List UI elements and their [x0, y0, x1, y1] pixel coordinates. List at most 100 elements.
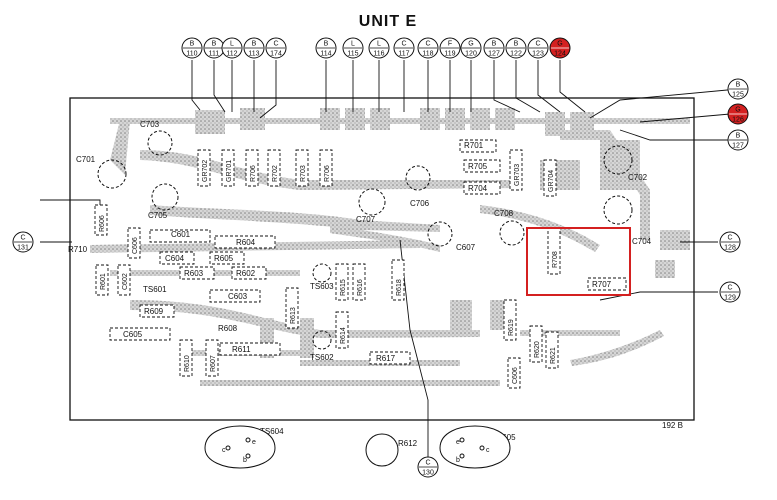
transistor-ts605 [439, 425, 511, 469]
label-c607: C607 [456, 243, 476, 252]
label-c708: C708 [494, 209, 514, 218]
ts604-pin-e: e [252, 439, 256, 446]
resistor-bodies [94, 139, 627, 389]
connector-side-127-number: 127 [732, 143, 744, 150]
label-r601: R601 [100, 273, 107, 290]
label-r621: R621 [550, 347, 557, 364]
highlight-box [526, 227, 631, 296]
connector-side-125-number: 125 [732, 92, 744, 99]
capacitor-bodies [97, 130, 633, 350]
label-c601: C601 [171, 230, 191, 239]
connector-top-112-letter: L [230, 41, 234, 48]
ts604-pin-c: c [222, 447, 226, 454]
connector-top-174-number: 174 [270, 51, 282, 58]
ts605-pin-b: b [456, 457, 460, 464]
connector-side-127: B 127 [727, 129, 749, 151]
label-r616: R616 [357, 279, 364, 296]
connector-top-174-letter: C [273, 41, 278, 48]
connector-top-113-number: 113 [248, 51, 259, 58]
connector-top-113: B 113 [243, 37, 265, 59]
connector-side-126: G 126 [727, 103, 749, 125]
label-r615: R615 [340, 279, 347, 296]
label-r614: R614 [340, 327, 347, 344]
transistor-ts604 [204, 425, 276, 469]
label-c605: C605 [123, 330, 143, 339]
component-labels: C703 C701 C705 C707 C706 C708 C702 C704 … [68, 120, 683, 448]
ts605-pin-e: e [456, 439, 460, 446]
label-r603: R603 [184, 269, 204, 278]
connector-top-113-letter: B [252, 41, 257, 48]
connector-side-130-letter: C [425, 460, 430, 467]
label-r706-left: R706 [250, 165, 257, 182]
label-gr702: GR702 [202, 160, 209, 182]
label-r710: R710 [68, 245, 88, 254]
label-r703: R703 [300, 165, 307, 182]
label-r705: R705 [468, 162, 488, 171]
label-c703: C703 [140, 120, 160, 129]
connector-top-119-number: 119 [444, 51, 455, 58]
ts605-pin-c: c [486, 447, 490, 454]
connector-side-130-number: 130 [422, 470, 434, 477]
label-r610: R610 [184, 355, 191, 372]
connector-top-119-letter: F [448, 41, 452, 48]
label-gr703: GR703 [514, 164, 521, 186]
resistor-r612 [365, 433, 399, 467]
label-c707: C707 [356, 215, 376, 224]
label-c602: C602 [122, 273, 129, 290]
label-r620: R620 [534, 341, 541, 358]
connector-top-112-number: 112 [226, 51, 237, 58]
label-gr704: GR704 [548, 170, 555, 192]
label-r609: R609 [144, 307, 164, 316]
connector-side-131-number: 131 [17, 245, 29, 252]
label-c705: C705 [148, 211, 168, 220]
connector-top-122-number: 122 [510, 51, 522, 58]
connector-top-110-number: 110 [186, 51, 197, 58]
connector-top-118-letter: C [425, 41, 430, 48]
vertical-component-labels: GR702 GR701 R706 R702 R703 R706 GR703 GR… [99, 160, 559, 384]
connector-top-118-number: 118 [422, 51, 433, 58]
connector-terminals: B110B111L112B113C174B114L115L116C117C118… [12, 37, 749, 478]
label-ts601: TS601 [143, 285, 167, 294]
diagram-title: UNIT E [359, 13, 417, 30]
connector-top-116-number: 116 [373, 51, 384, 58]
connector-top-123-number: 123 [532, 51, 544, 58]
label-r702: R702 [272, 165, 279, 182]
label-r611: R611 [232, 345, 251, 354]
label-r617: R617 [376, 354, 396, 363]
label-r707: R707 [592, 280, 612, 289]
connector-top-117-number: 117 [398, 51, 409, 58]
label-r704: R704 [468, 184, 488, 193]
connector-top-111-number: 111 [209, 51, 220, 58]
connector-side-129-number: 129 [724, 295, 736, 302]
label-c702: C702 [628, 173, 648, 182]
label-c603: C603 [228, 292, 248, 301]
connector-side-130: C 130 [417, 456, 439, 478]
connector-top-174: C 174 [265, 37, 287, 59]
label-ts604: TS604 [260, 427, 284, 436]
label-r701: R701 [464, 141, 484, 150]
connector-side-126-letter: G [735, 107, 740, 114]
label-r612: R612 [398, 439, 418, 448]
connector-top-124-number: 124 [554, 51, 566, 58]
connector-top-127-letter: B [492, 41, 497, 48]
label-ts602: TS602 [310, 353, 334, 362]
connector-top-124-letter: G [557, 41, 562, 48]
connector-side-128-number: 128 [724, 245, 736, 252]
label-r708: R708 [552, 251, 559, 268]
label-r606: R606 [99, 215, 106, 232]
connector-side-127-letter: B [736, 133, 741, 140]
connector-top-112: L 112 [221, 37, 243, 59]
connector-side-126-number: 126 [732, 117, 744, 124]
connector-top-118: C 118 [417, 37, 439, 59]
